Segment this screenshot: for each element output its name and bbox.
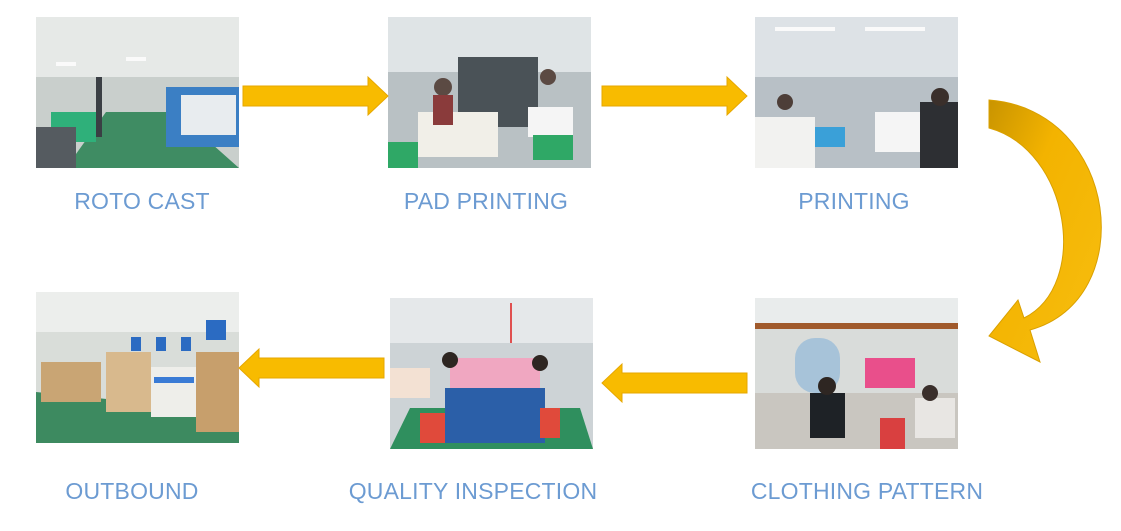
arrow-clothing-to-quality [601, 362, 748, 404]
clothing-pattern-photo [755, 298, 958, 449]
step-label-printing: PRINTING [798, 188, 910, 214]
step-label-quality-inspection: QUALITY INSPECTION [348, 478, 598, 504]
arrow-roto-to-pad [242, 75, 389, 117]
step-label-clothing-pattern: CLOTHING PATTERN [750, 478, 984, 504]
printing-photo [755, 17, 958, 168]
pad-printing-photo [388, 17, 591, 168]
arrow-quality-to-outbound [238, 347, 385, 389]
step-label-pad-printing: PAD PRINTING [403, 188, 569, 214]
arrow-pad-to-printing [601, 75, 748, 117]
arrow-printing-to-clothing [988, 99, 1102, 363]
quality-inspection-photo [390, 298, 593, 449]
step-label-outbound: OUTBOUND [65, 478, 199, 504]
roto-cast-photo [36, 17, 239, 168]
step-label-roto-cast: ROTO CAST [74, 188, 210, 214]
outbound-photo [36, 292, 239, 443]
